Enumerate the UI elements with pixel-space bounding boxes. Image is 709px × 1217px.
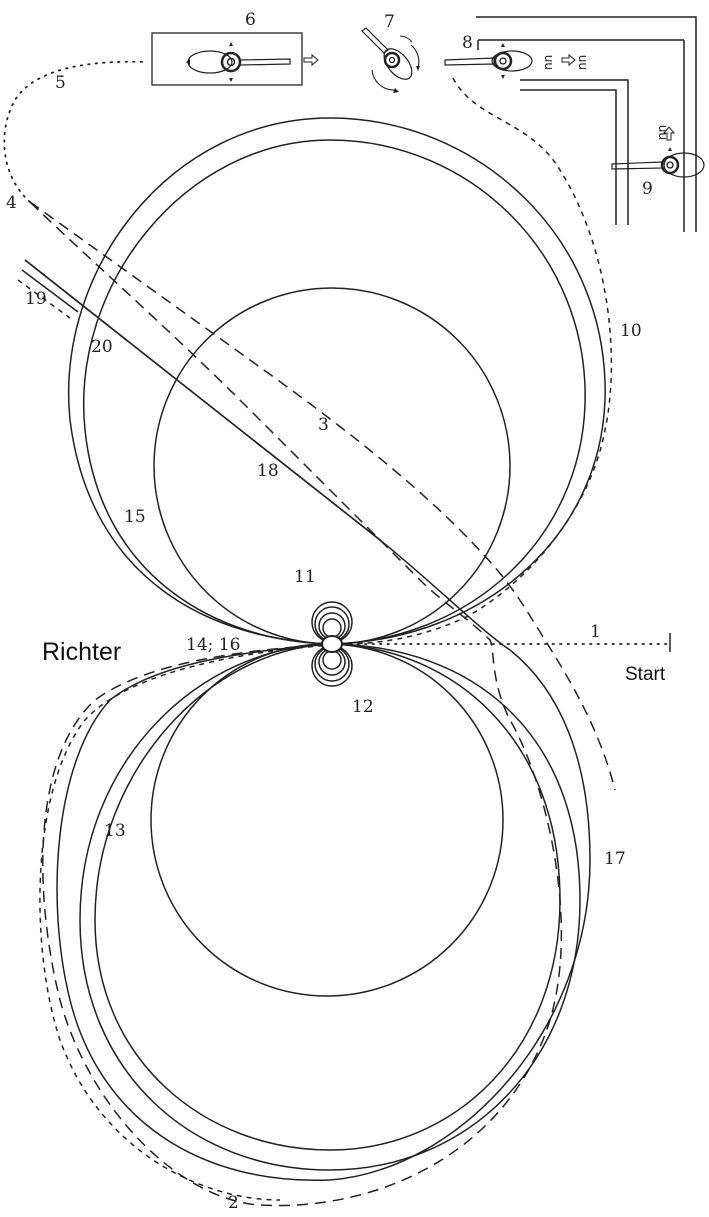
path-19 <box>21 269 79 313</box>
label-11: 11 <box>294 567 316 587</box>
arrow-right-icon <box>561 53 576 67</box>
label-10: 10 <box>620 321 642 341</box>
pattern-paths <box>3 60 671 1207</box>
path-10 <box>39 77 613 1201</box>
label-5: 5 <box>55 73 66 93</box>
circle-lower-outer-b <box>94 643 561 1151</box>
label-15: 15 <box>124 507 146 527</box>
start-label: Start <box>625 664 666 685</box>
path-5 <box>3 60 149 203</box>
horse-figure-8 <box>444 43 533 79</box>
label-9: 9 <box>642 179 653 199</box>
circle-upper-inner <box>153 287 511 645</box>
figure-labels: 1 2 3 4 5 6 7 8 9 10 11 12 13 14; 16 15 … <box>6 10 666 1213</box>
label-20: 20 <box>91 337 113 357</box>
circle-upper-outer-a <box>68 117 606 645</box>
label-3: 3 <box>318 415 329 435</box>
panel-6-box <box>151 32 319 86</box>
path-17 <box>24 259 591 1181</box>
center-pirouette <box>311 601 353 687</box>
label-18: 18 <box>257 461 279 481</box>
label-1: 1 <box>590 622 601 642</box>
label-19: 19 <box>25 289 47 309</box>
nn-mark-2: nn <box>575 55 589 70</box>
nn-mark-1: nn <box>541 55 555 70</box>
label-14-16: 14; 16 <box>186 635 240 655</box>
arrow-right-icon <box>303 53 319 67</box>
circle-lower-outer-a <box>79 643 581 1171</box>
arrow-up-icon <box>662 126 676 141</box>
circle-upper-outer-b <box>83 139 586 645</box>
label-7: 7 <box>384 12 395 32</box>
path-19-dash <box>17 279 71 319</box>
path-3 <box>29 201 616 791</box>
horse-figure-6 <box>186 42 291 82</box>
horse-figure-9 <box>611 147 705 178</box>
label-6: 6 <box>245 10 256 30</box>
horse-figure-7 <box>361 27 420 93</box>
label-12: 12 <box>352 697 374 717</box>
nn-mark-3: nn <box>655 125 669 140</box>
path-18 <box>24 259 381 541</box>
label-17: 17 <box>604 849 626 869</box>
label-2: 2 <box>228 1193 239 1213</box>
label-8: 8 <box>462 33 473 53</box>
circle-lower-inner <box>150 643 504 997</box>
label-13: 13 <box>104 821 126 841</box>
label-4: 4 <box>6 193 17 213</box>
richter-label: Richter <box>42 638 121 666</box>
corridor-walls <box>476 16 697 232</box>
